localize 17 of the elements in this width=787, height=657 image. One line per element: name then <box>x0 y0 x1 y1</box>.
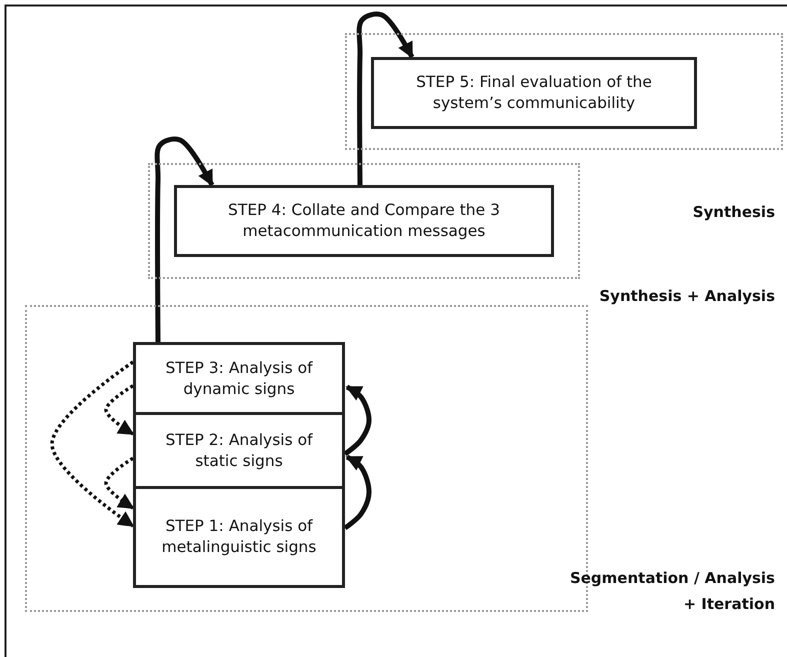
arrow <box>154 136 214 342</box>
step-box: STEP 1: Analysis of metalinguistic signs <box>133 486 345 588</box>
step-box: STEP 2: Analysis of static signs <box>133 412 345 489</box>
dotted-arrow <box>50 360 134 528</box>
step-box: STEP 4: Collate and Compare the 3 metacommunication messages <box>174 185 554 257</box>
dotted-region <box>148 163 580 279</box>
phase-label: Segmentation / Analysis + Iteration <box>568 568 775 614</box>
dotted-arrow <box>104 384 134 436</box>
arrow <box>356 12 414 186</box>
dotted-region <box>345 33 783 150</box>
step-box: STEP 3: Analysis of dynamic signs <box>133 342 345 415</box>
step-box: STEP 5: Final evaluation of the system’s communicability <box>371 57 697 129</box>
arrow <box>344 454 372 530</box>
phase-label: Synthesis + Analysis <box>598 286 775 307</box>
arrow <box>344 384 372 456</box>
dotted-arrow <box>104 456 134 510</box>
phase-label: Synthesis <box>692 202 775 223</box>
